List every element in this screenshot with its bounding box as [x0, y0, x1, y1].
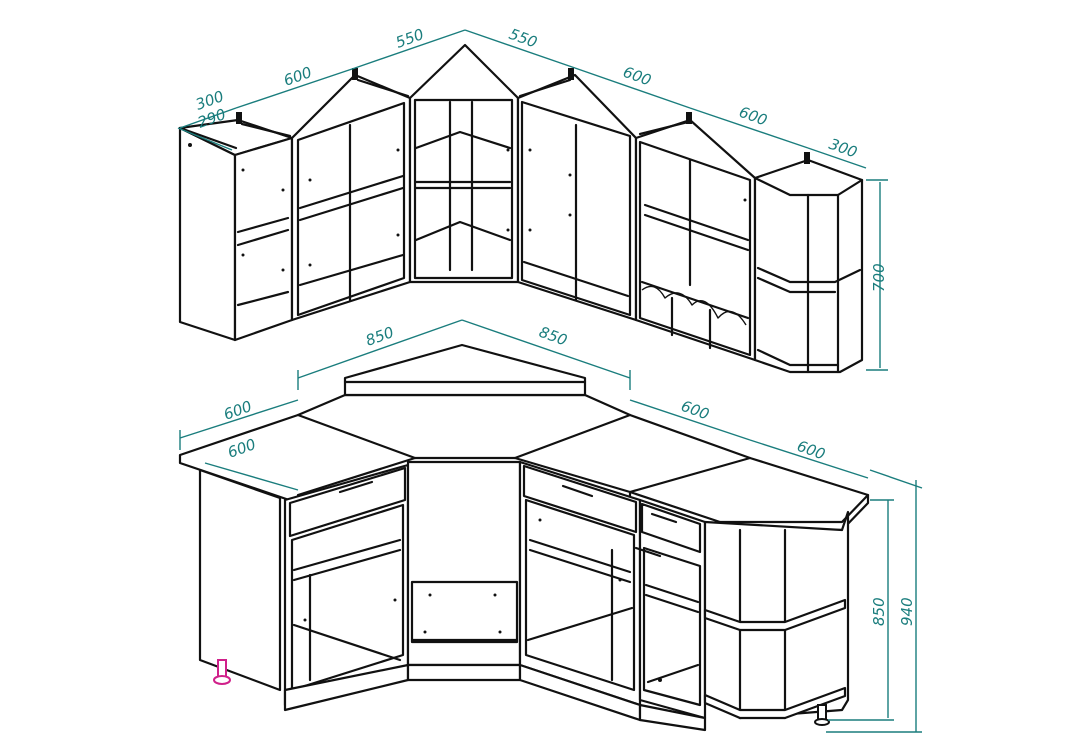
dim-lower-corner-right: 850 — [537, 323, 570, 350]
upper-left-end-shelf — [178, 118, 294, 342]
dim-lower-body-height: 850 — [870, 597, 888, 626]
dim-upper-left-cabinet: 600 — [281, 63, 314, 90]
dim-lower-total-height: 940 — [898, 597, 916, 626]
upper-corner-cabinet — [408, 43, 520, 284]
dim-lower-right-cabinet-1: 600 — [679, 397, 712, 424]
dim-lower-left-depth: 600 — [221, 397, 254, 424]
dimension-lines — [177, 29, 923, 733]
upper-left-cabinet — [290, 73, 412, 322]
upper-right-end-shelf — [753, 158, 864, 374]
dim-upper-height: 700 — [870, 263, 888, 292]
worktop — [178, 343, 870, 532]
base-right-end-shelf — [703, 510, 850, 720]
hanger-rails — [178, 68, 810, 164]
dim-lower-corner-left: 850 — [363, 323, 396, 350]
dim-lower-right-cabinet-2: 600 — [795, 437, 828, 464]
wall-cabinets — [178, 43, 864, 374]
dim-upper-corner-right: 550 — [507, 25, 540, 52]
upper-right-cabinet-2 — [634, 118, 757, 362]
dim-upper-corner-left: 550 — [393, 25, 426, 52]
base-corner-cabinet — [406, 460, 522, 667]
base-left-cabinet — [198, 463, 410, 707]
plinth — [283, 663, 707, 732]
leg-left — [213, 659, 231, 685]
base-right-cabinet-1 — [518, 460, 642, 707]
upper-right-cabinet-1 — [516, 73, 638, 322]
dim-upper-right-end-depth: 300 — [827, 135, 860, 162]
base-cabinets — [178, 343, 870, 732]
leg-right — [814, 704, 830, 726]
base-right-cabinet-2 — [634, 498, 707, 720]
